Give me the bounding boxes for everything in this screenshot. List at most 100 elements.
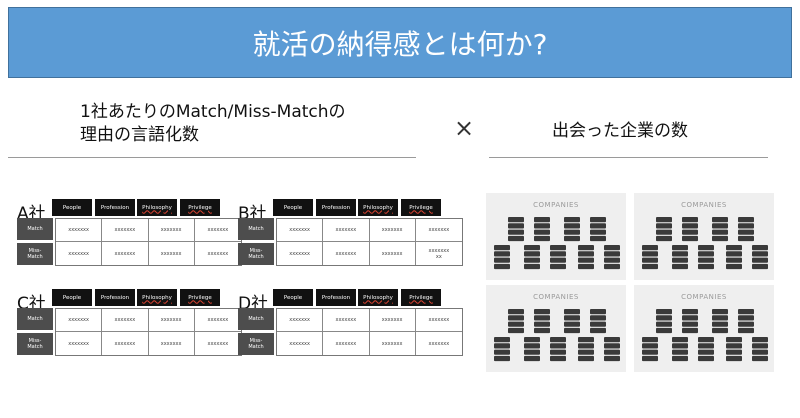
column-header: People bbox=[273, 199, 313, 216]
reason-cell: xxxxxxx bbox=[148, 219, 195, 242]
reason-cell: xxxxxxx bbox=[194, 219, 241, 242]
reason-cell: xxxxxxx bbox=[323, 332, 370, 355]
reason-cell: xxxxxxx xx bbox=[428, 247, 450, 260]
reason-cell: xxxxxxx bbox=[277, 309, 324, 332]
row-label: Match bbox=[17, 218, 53, 240]
column-header: Profession bbox=[316, 289, 356, 306]
row-label: Match bbox=[238, 308, 274, 330]
reason-cell: xxxxxxx bbox=[369, 309, 416, 332]
reason-cell: xxxxxxx bbox=[194, 309, 241, 332]
server-stack-icon bbox=[752, 245, 768, 270]
left-heading: 1社あたりのMatch/Miss-Matchの 理由の言語化数 bbox=[80, 101, 410, 147]
server-stack-icon bbox=[550, 245, 566, 270]
server-stack-icon bbox=[656, 217, 672, 242]
reason-cell: xxxxxxx bbox=[323, 309, 370, 332]
reason-cell: xxxxxxx bbox=[370, 332, 416, 355]
reason-cell: xxxxxxx bbox=[415, 309, 462, 332]
reason-cell: xxxxxxx bbox=[56, 219, 103, 242]
title-banner: 就活の納得感とは何か? bbox=[8, 7, 792, 78]
reason-cell: xxxxxxx bbox=[277, 219, 324, 242]
server-stack-icon bbox=[604, 337, 620, 362]
server-stack-icon bbox=[726, 245, 742, 270]
server-stack-icon bbox=[508, 309, 524, 334]
column-header: People bbox=[273, 289, 313, 306]
column-header: Privilege bbox=[180, 199, 220, 216]
server-stack-icon bbox=[672, 337, 688, 362]
column-header: People bbox=[52, 289, 92, 306]
reason-cell: xxxxxxx bbox=[56, 242, 103, 265]
reason-cell: xxxxxxx bbox=[277, 332, 324, 355]
reason-cell: xxxxxxx bbox=[148, 309, 195, 332]
server-stack-icon bbox=[534, 309, 550, 334]
reason-cell: xxxxxxx bbox=[369, 219, 416, 242]
reason-cell: xxxxxxx bbox=[370, 242, 416, 265]
panel-label: COMPANIES bbox=[533, 201, 579, 209]
right-heading: 出会った企業の数 bbox=[552, 121, 688, 141]
column-header: Profession bbox=[95, 289, 135, 306]
server-stack-icon bbox=[590, 217, 606, 242]
server-stack-icon bbox=[682, 309, 698, 334]
column-header: Privilege bbox=[401, 289, 441, 306]
companies-panel: COMPANIES bbox=[486, 285, 626, 372]
column-header: Privilege bbox=[401, 199, 441, 216]
left-heading-line2: 理由の言語化数 bbox=[80, 125, 199, 145]
server-stack-icon bbox=[698, 337, 714, 362]
server-stack-icon bbox=[672, 245, 688, 270]
reason-cell: xxxxxxx bbox=[277, 242, 324, 265]
server-stack-icon bbox=[578, 337, 594, 362]
panel-label: COMPANIES bbox=[681, 293, 727, 301]
row-label: Miss- Match bbox=[17, 333, 53, 355]
server-stack-icon bbox=[550, 337, 566, 362]
server-stack-icon bbox=[642, 337, 658, 362]
reason-cell: xxxxxxx bbox=[323, 219, 370, 242]
server-stack-icon bbox=[508, 217, 524, 242]
reason-cell: xxxxxxx bbox=[207, 250, 229, 257]
server-stack-icon bbox=[738, 217, 754, 242]
reason-cell: xxxxxxx bbox=[415, 219, 462, 242]
row-label: Match bbox=[17, 308, 53, 330]
reason-cell: xxxxxxx bbox=[102, 242, 149, 265]
server-stack-icon bbox=[524, 245, 540, 270]
server-stack-icon bbox=[604, 245, 620, 270]
server-stack-icon bbox=[682, 217, 698, 242]
server-stack-icon bbox=[590, 309, 606, 334]
reason-cell: xxxxxxx bbox=[428, 340, 450, 347]
reason-cell: xxxxxxx bbox=[56, 332, 103, 355]
companies-panel: COMPANIES bbox=[486, 193, 626, 280]
column-header: People bbox=[52, 199, 92, 216]
left-divider bbox=[8, 157, 416, 158]
row-label: Miss- Match bbox=[238, 243, 274, 265]
server-stack-icon bbox=[712, 309, 728, 334]
page-title: 就活の納得感とは何か? bbox=[252, 27, 548, 61]
column-header: Profession bbox=[95, 199, 135, 216]
panel-label: COMPANIES bbox=[533, 293, 579, 301]
column-header: Philosophy bbox=[137, 199, 177, 216]
server-stack-icon bbox=[712, 217, 728, 242]
column-header: Philosophy bbox=[358, 199, 398, 216]
row-label: Match bbox=[238, 218, 274, 240]
server-stack-icon bbox=[726, 337, 742, 362]
column-header: Privilege bbox=[180, 289, 220, 306]
column-header: Philosophy bbox=[137, 289, 177, 306]
server-stack-icon bbox=[578, 245, 594, 270]
row-label: Miss- Match bbox=[238, 333, 274, 355]
reason-cell: xxxxxxx bbox=[207, 340, 229, 347]
server-stack-icon bbox=[656, 309, 672, 334]
server-stack-icon bbox=[564, 309, 580, 334]
reason-cell: xxxxxxx bbox=[102, 332, 149, 355]
column-header: Profession bbox=[316, 199, 356, 216]
panel-label: COMPANIES bbox=[681, 201, 727, 209]
server-stack-icon bbox=[752, 337, 768, 362]
reason-cell: xxxxxxx bbox=[102, 309, 149, 332]
reason-cell: xxxxxxx bbox=[149, 242, 195, 265]
times-symbol: × bbox=[454, 114, 475, 142]
server-stack-icon bbox=[564, 217, 580, 242]
